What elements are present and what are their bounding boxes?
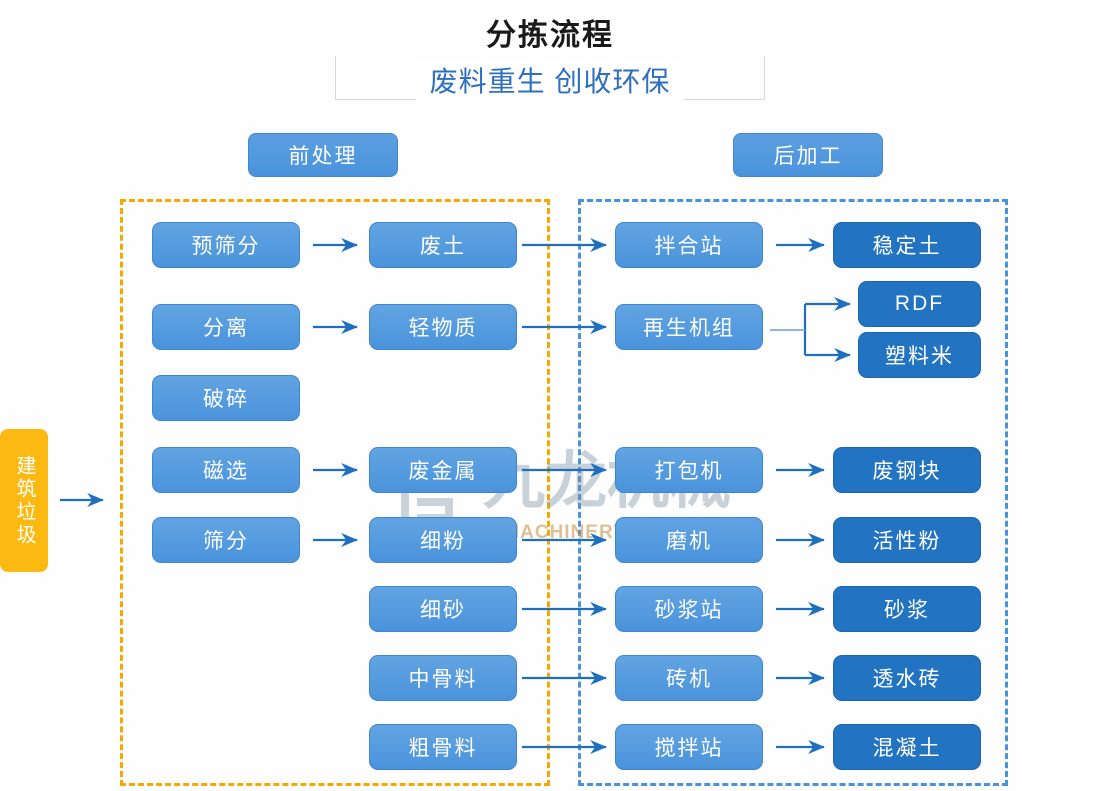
product-box-stabilized-soil[interactable]: 稳定土 xyxy=(833,222,981,268)
product-box-stabilized-soil-label: 稳定土 xyxy=(872,235,942,258)
process-box-screening-label: 筛分 xyxy=(203,530,249,553)
material-box-waste-metal[interactable]: 废金属 xyxy=(369,447,517,493)
equipment-box-mixing-plant-label: 搅拌站 xyxy=(654,737,724,760)
material-box-fine-powder-label: 细粉 xyxy=(420,530,466,553)
product-box-plastic-pellets-label: 塑料米 xyxy=(885,345,954,368)
page-title-text: 分拣流程 xyxy=(472,16,628,56)
page-subtitle-text: 废料重生 创收环保 xyxy=(415,62,685,102)
equipment-box-recycling-unit[interactable]: 再生机组 xyxy=(615,304,763,350)
process-box-magnetic-separation[interactable]: 磁选 xyxy=(152,447,300,493)
material-box-light-material[interactable]: 轻物质 xyxy=(369,304,517,350)
product-box-active-powder-label: 活性粉 xyxy=(872,530,942,553)
phase-badge-postprocessing[interactable]: 后加工 xyxy=(733,133,883,177)
material-box-fine-sand-label: 细砂 xyxy=(420,599,466,622)
process-box-prescreening[interactable]: 预筛分 xyxy=(152,222,300,268)
equipment-box-mixing-plant[interactable]: 搅拌站 xyxy=(615,724,763,770)
product-box-scrap-steel[interactable]: 废钢块 xyxy=(833,447,981,493)
phase-badge-postprocessing-label: 后加工 xyxy=(773,145,843,168)
zone-pretreatment-boundary xyxy=(120,199,550,786)
equipment-box-mortar-station-label: 砂浆站 xyxy=(654,599,724,622)
process-box-magnetic-separation-label: 磁选 xyxy=(203,460,249,483)
product-box-plastic-pellets[interactable]: 塑料米 xyxy=(858,332,981,378)
product-box-mortar[interactable]: 砂浆 xyxy=(833,586,981,632)
process-box-separation[interactable]: 分离 xyxy=(152,304,300,350)
material-box-waste-metal-label: 废金属 xyxy=(408,460,478,483)
page-subtitle: 废料重生 创收环保 xyxy=(335,62,765,102)
product-box-scrap-steel-label: 废钢块 xyxy=(872,460,942,483)
material-box-fine-sand[interactable]: 细砂 xyxy=(369,586,517,632)
material-box-fine-powder[interactable]: 细粉 xyxy=(369,517,517,563)
product-box-rdf-label: RDF xyxy=(894,292,945,315)
process-box-prescreening-label: 预筛分 xyxy=(191,235,261,258)
process-box-crushing-label: 破碎 xyxy=(203,388,249,411)
material-box-coarse-aggregate[interactable]: 粗骨料 xyxy=(369,724,517,770)
product-box-concrete-label: 混凝土 xyxy=(872,737,942,760)
process-box-crushing[interactable]: 破碎 xyxy=(152,375,300,421)
diagram-header: 分拣流程 废料重生 创收环保 xyxy=(0,0,1100,120)
product-box-mortar-label: 砂浆 xyxy=(884,599,930,622)
entry-construction-waste-label: 建筑垃圾 xyxy=(13,454,35,547)
material-box-coarse-aggregate-label: 粗骨料 xyxy=(408,737,478,760)
product-box-permeable-brick[interactable]: 透水砖 xyxy=(833,655,981,701)
product-box-rdf[interactable]: RDF xyxy=(858,281,981,327)
equipment-box-mill-label: 磨机 xyxy=(666,530,712,553)
material-box-medium-aggregate-label: 中骨料 xyxy=(408,668,478,691)
equipment-box-mixing-station-label: 拌合站 xyxy=(654,235,724,258)
zone-postprocessing-boundary xyxy=(578,199,1008,786)
equipment-box-baler[interactable]: 打包机 xyxy=(615,447,763,493)
material-box-waste-soil[interactable]: 废土 xyxy=(369,222,517,268)
equipment-box-recycling-unit-label: 再生机组 xyxy=(643,317,735,340)
equipment-box-mortar-station[interactable]: 砂浆站 xyxy=(615,586,763,632)
equipment-box-brick-machine[interactable]: 砖机 xyxy=(615,655,763,701)
equipment-box-baler-label: 打包机 xyxy=(654,460,724,483)
material-box-medium-aggregate[interactable]: 中骨料 xyxy=(369,655,517,701)
product-box-permeable-brick-label: 透水砖 xyxy=(872,668,942,691)
equipment-box-mixing-station[interactable]: 拌合站 xyxy=(615,222,763,268)
page-title: 分拣流程 xyxy=(335,16,765,56)
process-box-screening[interactable]: 筛分 xyxy=(152,517,300,563)
material-box-waste-soil-label: 废土 xyxy=(420,235,466,258)
equipment-box-mill[interactable]: 磨机 xyxy=(615,517,763,563)
process-box-separation-label: 分离 xyxy=(203,317,249,340)
equipment-box-brick-machine-label: 砖机 xyxy=(666,668,712,691)
material-box-light-material-label: 轻物质 xyxy=(408,317,478,340)
phase-badge-pretreatment-label: 前处理 xyxy=(288,145,358,168)
entry-construction-waste[interactable]: 建筑垃圾 xyxy=(0,429,48,572)
product-box-active-powder[interactable]: 活性粉 xyxy=(833,517,981,563)
phase-badge-pretreatment[interactable]: 前处理 xyxy=(248,133,398,177)
product-box-concrete[interactable]: 混凝土 xyxy=(833,724,981,770)
